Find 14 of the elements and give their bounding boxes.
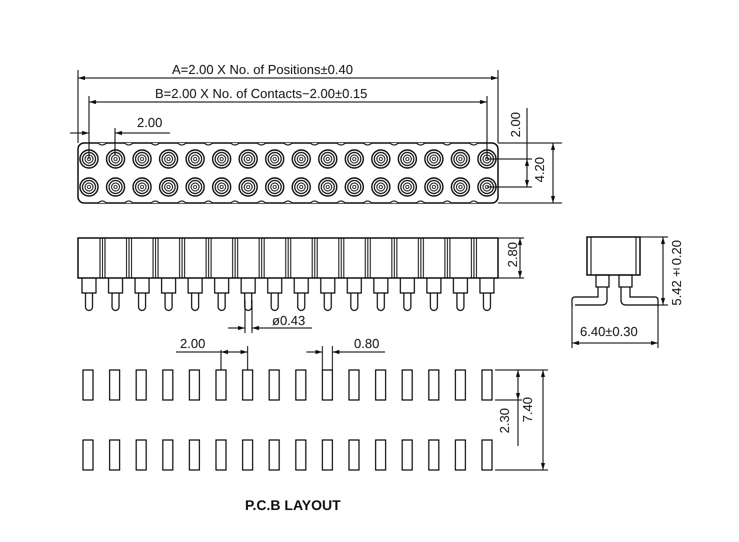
dimension-label: A=2.00 X No. of Positions±0.40 [172, 63, 353, 77]
dimension-label: 2.00 [509, 112, 523, 138]
dimension-label: ø0.43 [272, 314, 306, 328]
dimension-label: 5.42±0.20 [670, 240, 684, 306]
dimension-label: 2.00 [137, 116, 162, 130]
dimension-label: 7.40 [521, 397, 535, 422]
section-title: P.C.B LAYOUT [245, 498, 341, 512]
dimension-label: 4.20 [533, 157, 547, 182]
dimension-label: 2.80 [506, 242, 520, 268]
dimension-label: 2.00 [180, 337, 206, 351]
dimension-label: 0.80 [354, 337, 380, 351]
dimension-label: 2.30 [498, 408, 512, 434]
dimension-label: 6.40±0.30 [580, 325, 638, 339]
dimension-label: B=2.00 X No. of Contacts−2.00±0.15 [155, 87, 368, 101]
